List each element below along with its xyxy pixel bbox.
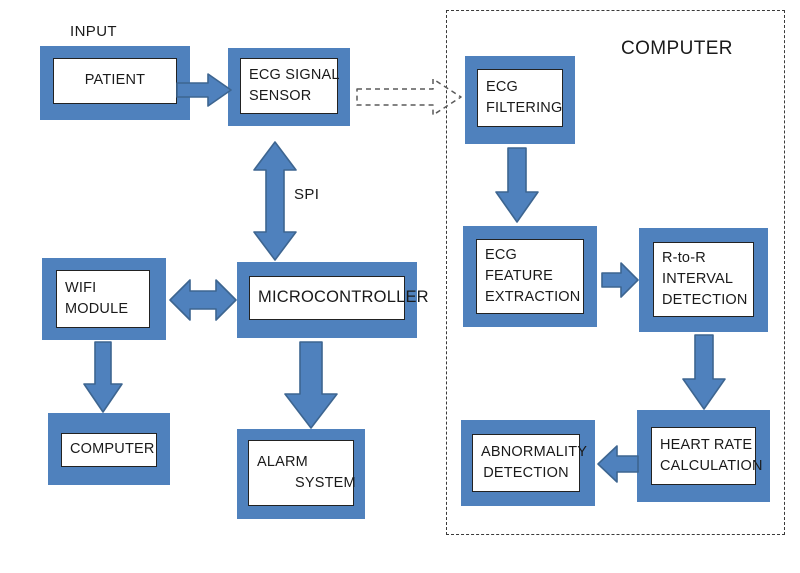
arrow-sensor-to-microcontroller-bidirectional-icon: [251, 140, 299, 262]
block-r-to-r-interval-detection[interactable]: R-to-R INTERVAL DETECTION: [639, 228, 768, 332]
block-ecg-feature-extraction-label-0: ECG: [485, 246, 518, 263]
arrow-microcontroller-to-alarm-icon: [283, 340, 339, 430]
block-microcontroller-label-0: MICROCONTROLLER: [258, 288, 429, 307]
block-r-to-r-interval-detection-label-1: INTERVAL: [662, 270, 734, 287]
block-patient[interactable]: PATIENT: [40, 46, 190, 120]
block-wifi-module-label-0: WIFI: [65, 279, 97, 296]
block-ecg-filtering-label-0: ECG: [486, 78, 519, 95]
block-abnormality-detection-label-1: DETECTION: [483, 465, 569, 481]
block-ecg-feature-extraction-label-2: EXTRACTION: [485, 289, 581, 305]
block-wifi-module-inner: WIFI MODULE: [56, 270, 150, 328]
arrow-wifi-to-microcontroller-bidirectional-icon: [168, 277, 238, 323]
arrow-patient-to-sensor-icon: [176, 72, 232, 108]
block-ecg-filtering[interactable]: ECG FILTERING: [465, 56, 575, 144]
block-alarm-system-label-1: SYSTEM: [295, 475, 356, 491]
block-computer-output-inner: COMPUTER: [61, 433, 157, 467]
block-computer-output[interactable]: COMPUTER: [48, 413, 170, 485]
block-microcontroller-inner: MICROCONTROLLER: [249, 276, 429, 320]
block-ecg-filtering-inner: ECG FILTERING: [477, 69, 563, 127]
arrow-wifi-to-computer-icon: [82, 340, 124, 414]
block-alarm-system-label-0: ALARM: [257, 453, 308, 470]
block-microcontroller[interactable]: MICROCONTROLLER: [237, 262, 429, 338]
computer-region-label: COMPUTER: [621, 38, 733, 59]
block-patient-inner: PATIENT: [53, 58, 177, 104]
block-abnormality-detection-label-0: ABNORMALITY: [481, 443, 588, 460]
block-abnormality-detection[interactable]: ABNORMALITY DETECTION: [461, 420, 595, 506]
block-heart-rate-calculation-label-1: CALCULATION: [660, 458, 763, 474]
block-ecg-feature-extraction-label-1: FEATURE: [485, 267, 553, 284]
block-ecg-signal-sensor-label-1: SENSOR: [249, 88, 312, 104]
block-ecg-signal-sensor[interactable]: ECG SIGNAL SENSOR: [228, 48, 350, 126]
block-wifi-module-label-1: MODULE: [65, 301, 129, 317]
input-label: INPUT: [70, 23, 117, 40]
block-wifi-module[interactable]: WIFI MODULE: [42, 258, 166, 340]
block-alarm-system-inner: ALARM SYSTEM: [248, 440, 356, 506]
block-ecg-signal-sensor-inner: ECG SIGNAL SENSOR: [240, 58, 340, 114]
block-heart-rate-calculation[interactable]: HEART RATE CALCULATION: [637, 410, 770, 502]
arrow-sensor-to-filtering-icon: [355, 76, 463, 118]
block-r-to-r-interval-detection-inner: R-to-R INTERVAL DETECTION: [653, 242, 754, 317]
block-ecg-feature-extraction[interactable]: ECG FEATURE EXTRACTION: [463, 226, 597, 327]
block-computer-output-label-0: COMPUTER: [70, 441, 155, 458]
block-heart-rate-calculation-label-0: HEART RATE: [660, 436, 753, 453]
block-ecg-feature-extraction-inner: ECG FEATURE EXTRACTION: [476, 239, 584, 314]
arrow-feature-extraction-to-rr-icon: [600, 261, 640, 299]
computer-boundary-region: [446, 10, 785, 535]
spi-label: SPI: [294, 186, 320, 203]
block-patient-label-0: PATIENT: [84, 72, 146, 89]
arrow-filtering-to-feature-extraction-icon: [494, 146, 540, 224]
block-abnormality-detection-inner: ABNORMALITY DETECTION: [472, 434, 588, 492]
block-ecg-signal-sensor-label-0: ECG SIGNAL: [249, 66, 340, 83]
block-r-to-r-interval-detection-label-0: R-to-R: [662, 249, 706, 266]
block-heart-rate-calculation-inner: HEART RATE CALCULATION: [651, 427, 763, 485]
block-alarm-system[interactable]: ALARM SYSTEM: [237, 429, 365, 519]
arrow-rr-to-heart-rate-icon: [681, 333, 727, 411]
block-r-to-r-interval-detection-label-2: DETECTION: [662, 292, 748, 308]
block-ecg-filtering-label-1: FILTERING: [486, 100, 563, 116]
arrow-heart-rate-to-abnormality-icon: [596, 443, 640, 485]
